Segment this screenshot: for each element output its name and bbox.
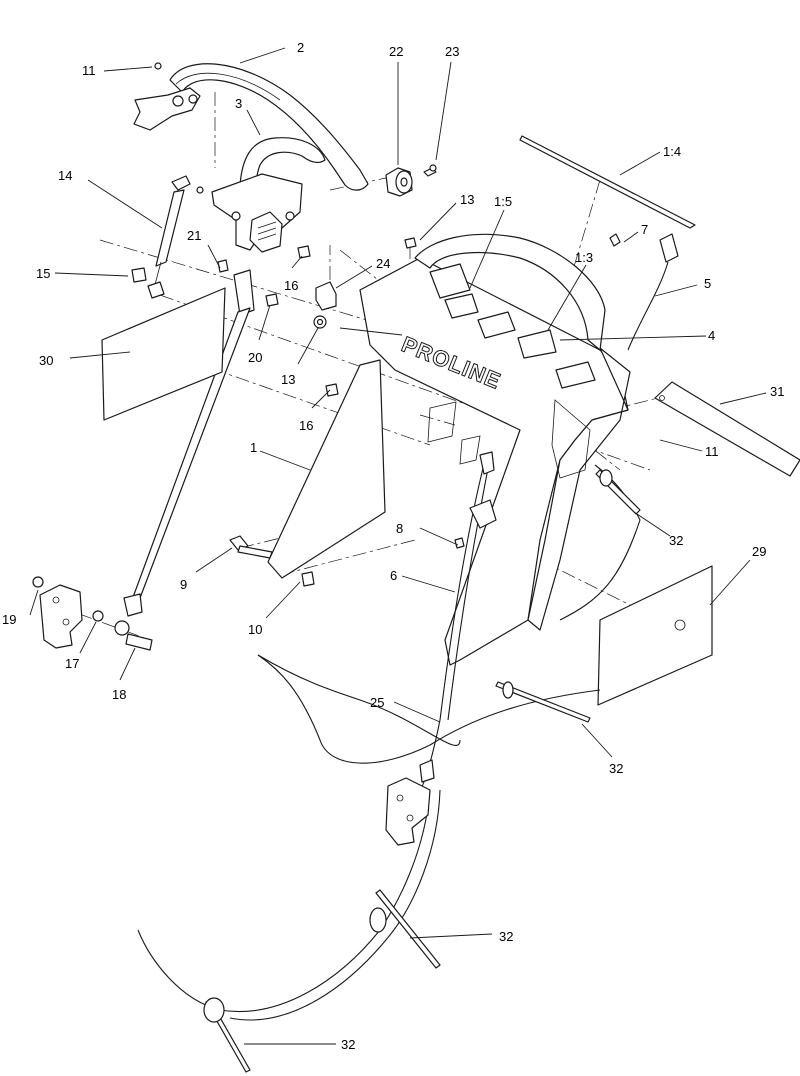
callout-11: 11 [82, 63, 96, 78]
upper-right-parts [519, 135, 696, 351]
callout-6: 6 [390, 568, 397, 583]
handle-bar-part [133, 62, 369, 191]
bolt-nut-parts [229, 535, 315, 587]
callout-4: 4 [708, 328, 715, 343]
callout-13-b: 13 [281, 372, 295, 387]
callout-16: 16 [284, 278, 298, 293]
callout-19: 19 [2, 612, 16, 627]
callout-1-3: 1:3 [575, 250, 593, 265]
main-frame-part: PROLINE [267, 233, 631, 666]
callout-labels: 2 11 3 22 23 14 13 5 1:5 1:4 7 21 15 24 … [2, 40, 784, 1052]
cable-ties [203, 469, 641, 1073]
callout-23: 23 [445, 44, 459, 59]
callout-25: 25 [370, 695, 384, 710]
screw-part-23 [423, 164, 437, 177]
callout-29: 29 [752, 544, 766, 559]
callout-21: 21 [187, 228, 201, 243]
side-panel-right-part [597, 565, 713, 706]
callout-16-b: 16 [299, 418, 313, 433]
side-plate-right-part [654, 381, 800, 477]
callout-32-d: 32 [341, 1037, 355, 1052]
side-panel-left-part [101, 287, 226, 421]
callout-30: 30 [39, 353, 53, 368]
callout-1-5: 1:5 [494, 194, 512, 209]
callout-15: 15 [36, 266, 50, 281]
callout-31: 31 [770, 384, 784, 399]
callout-11-b: 11 [705, 444, 719, 459]
lever-rod-part [114, 269, 255, 636]
callout-8: 8 [396, 521, 403, 536]
callout-9: 9 [180, 577, 187, 592]
lower-bracket-part [32, 576, 153, 651]
callout-32: 32 [669, 533, 683, 548]
cable-bracket-part [385, 759, 435, 846]
callout-14: 14 [58, 168, 72, 183]
callout-7: 7 [641, 222, 648, 237]
callout-32-b: 32 [609, 761, 623, 776]
callout-10: 10 [248, 622, 262, 637]
callout-22: 22 [389, 44, 403, 59]
callout-5: 5 [704, 276, 711, 291]
callout-32-c: 32 [499, 929, 513, 944]
callout-20: 20 [248, 350, 262, 365]
gas-spring-part [147, 175, 191, 299]
hardware-cluster [131, 237, 417, 397]
callout-17: 17 [65, 656, 79, 671]
control-handle-part [196, 137, 326, 253]
rubber-bumper-part [385, 167, 413, 197]
leader-lines [29, 47, 767, 1045]
callout-24: 24 [376, 256, 390, 271]
callout-2: 2 [297, 40, 304, 55]
callout-1: 1 [250, 440, 257, 455]
callout-13: 13 [460, 192, 474, 207]
callout-3: 3 [235, 96, 242, 111]
callout-1-4: 1:4 [663, 144, 681, 159]
callout-18: 18 [112, 687, 126, 702]
